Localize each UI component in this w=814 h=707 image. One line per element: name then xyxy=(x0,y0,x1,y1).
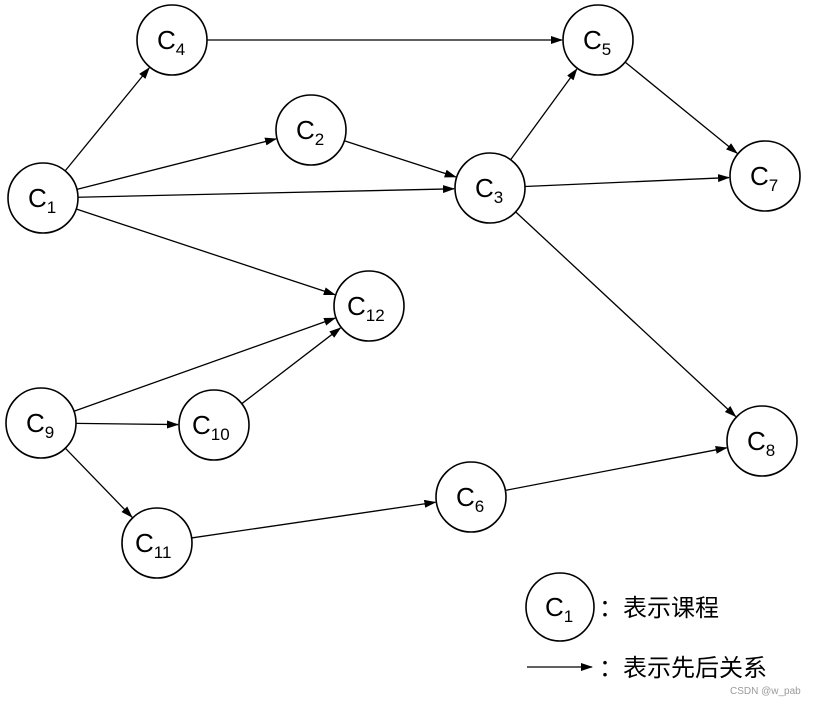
node-circle xyxy=(178,389,250,461)
node-label: C3 xyxy=(475,173,503,207)
node-label: C6 xyxy=(456,482,484,516)
node-c11: C11 xyxy=(121,507,193,579)
node-c9: C9 xyxy=(5,387,77,459)
node-circle xyxy=(136,4,208,76)
node-c12: C12 xyxy=(333,270,405,342)
node-label: C8 xyxy=(747,426,775,460)
edge-c2-to-c3 xyxy=(344,140,457,178)
legend-node-label: C1 xyxy=(545,592,573,626)
node-c4: C4 xyxy=(136,4,208,76)
edge-c11-to-c6 xyxy=(191,499,437,539)
node-circle xyxy=(5,387,77,459)
node-label: C2 xyxy=(296,115,324,149)
edge-c1-to-c4 xyxy=(64,67,150,172)
legend-node-symbol: C1 xyxy=(525,572,595,642)
node-circle xyxy=(333,270,405,342)
node-circle xyxy=(562,4,634,76)
node-label: C7 xyxy=(750,161,778,195)
node-label: C11 xyxy=(135,528,171,562)
node-c10: C10 xyxy=(178,389,250,461)
edge-c9-to-c12 xyxy=(73,317,337,412)
node-c3: C3 xyxy=(454,152,526,224)
edges-layer xyxy=(64,36,738,539)
node-circle xyxy=(7,162,79,234)
node-label: C5 xyxy=(583,25,611,59)
node-circle xyxy=(121,507,193,579)
node-circle xyxy=(435,461,507,533)
node-label: C1 xyxy=(28,183,56,217)
node-label: C12 xyxy=(347,291,385,325)
edge-c1-to-c12 xyxy=(76,208,336,296)
node-circle xyxy=(726,405,798,477)
edge-c10-to-c12 xyxy=(241,327,342,405)
node-c1: C1 xyxy=(7,162,79,234)
legend: C1 ：表示课程 ：表示先后关系 xyxy=(525,572,767,682)
edge-c3-to-c5 xyxy=(510,68,578,161)
node-label: C9 xyxy=(26,408,54,442)
watermark: CSDN @w_pab xyxy=(730,686,801,697)
edge-c5-to-c7 xyxy=(624,61,738,154)
node-circle xyxy=(729,140,801,212)
edge-c1-to-c2 xyxy=(76,137,278,191)
node-c5: C5 xyxy=(562,4,634,76)
edge-c6-to-c8 xyxy=(505,445,728,492)
node-c2: C2 xyxy=(275,94,347,166)
edge-c3-to-c8 xyxy=(515,211,737,418)
node-circle xyxy=(275,94,347,166)
edge-c1-to-c3 xyxy=(77,185,456,198)
edge-c9-to-c11 xyxy=(64,447,133,518)
node-label: C10 xyxy=(192,410,230,444)
legend-node-circle xyxy=(525,572,595,642)
legend-node-text: ：表示课程 xyxy=(599,594,719,622)
node-label: C4 xyxy=(157,25,185,59)
node-circle xyxy=(454,152,526,224)
legend-arrow-text: ：表示先后关系 xyxy=(599,654,767,682)
node-c8: C8 xyxy=(726,405,798,477)
node-c6: C6 xyxy=(435,461,507,533)
edge-c9-to-c10 xyxy=(75,420,180,429)
node-c7: C7 xyxy=(729,140,801,212)
edge-c3-to-c7 xyxy=(524,174,731,188)
